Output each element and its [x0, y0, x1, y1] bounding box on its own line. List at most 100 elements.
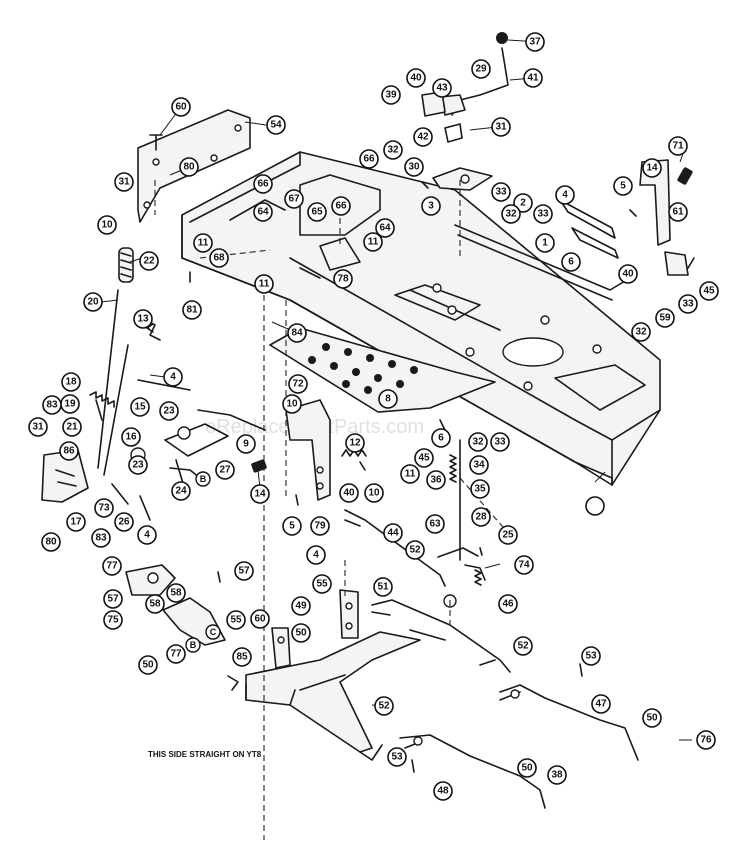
callout-label: 40 [410, 73, 422, 84]
callout: 2 [513, 193, 533, 213]
callout: 41 [523, 68, 543, 88]
callout: 50 [138, 655, 158, 675]
callout: 44 [383, 523, 403, 543]
callout: 31 [491, 117, 511, 137]
callout: 53 [581, 646, 601, 666]
callout: 74 [514, 555, 534, 575]
callout: 47 [591, 694, 611, 714]
callout-label: 81 [186, 305, 198, 316]
callout-label: 4 [170, 372, 176, 383]
callout-label: 23 [132, 460, 144, 471]
callout: 6 [561, 252, 581, 272]
callout: 66 [331, 196, 351, 216]
callout-label: 60 [254, 614, 266, 625]
callout-label: 55 [230, 615, 242, 626]
callout-label: 18 [65, 377, 77, 388]
callout-label: 45 [703, 286, 715, 297]
callout-label: 36 [430, 475, 442, 486]
callout-label: 55 [316, 579, 328, 590]
callout-label: 61 [672, 207, 684, 218]
callout: 33 [491, 182, 511, 202]
callout-label: 74 [518, 560, 530, 571]
callout-label: 77 [170, 649, 182, 660]
callout: 28 [471, 507, 491, 527]
callout-label: 4 [144, 530, 150, 541]
callout-label: 33 [682, 299, 694, 310]
callout-label: 72 [292, 379, 304, 390]
callout: 64 [253, 202, 273, 222]
callout: 60 [171, 97, 191, 117]
callout: 68 [209, 248, 229, 268]
callout: 77 [102, 556, 122, 576]
callout: 50 [642, 708, 662, 728]
left-lever-assembly [41, 247, 266, 505]
callout-label: 24 [175, 486, 187, 497]
callout-label: 26 [118, 517, 130, 528]
callout-label: 42 [417, 132, 429, 143]
callout-label: 50 [646, 713, 658, 724]
callout-label: 32 [505, 209, 517, 220]
callout: 54 [266, 115, 286, 135]
callout-label: 5 [289, 521, 295, 532]
callout: 67 [284, 189, 304, 209]
callout: 57 [234, 561, 254, 581]
callout: 17 [66, 512, 86, 532]
callout-label: 64 [379, 223, 391, 234]
center-linkage [251, 399, 511, 673]
callout-label: 25 [502, 530, 514, 541]
callout: 32 [468, 432, 488, 452]
callout-label: 39 [385, 90, 397, 101]
callout: 31 [114, 172, 134, 192]
callout: 80 [41, 532, 61, 552]
callout-label: 35 [474, 484, 486, 495]
callout-label: 17 [70, 517, 82, 528]
callout: 78 [333, 269, 353, 289]
callout-label: 76 [700, 735, 712, 746]
callout-label: 37 [529, 37, 541, 48]
callout-label: 83 [46, 400, 58, 411]
callout: 66 [253, 174, 273, 194]
callout-label: 43 [436, 83, 448, 94]
callout-label: 71 [672, 141, 684, 152]
callout-label: 46 [502, 599, 514, 610]
letter-b-lower: B [185, 637, 201, 653]
callout-label: 12 [349, 438, 361, 449]
callout-label: 2 [520, 198, 526, 209]
callout-label: 77 [106, 561, 118, 572]
callout-label: 67 [288, 194, 300, 205]
callout: 58 [145, 594, 165, 614]
callout: 33 [533, 204, 553, 224]
callout: 29 [471, 59, 491, 79]
callout-label: 14 [254, 489, 266, 500]
callout-label: 65 [311, 207, 323, 218]
callout: 11 [193, 233, 213, 253]
callout-label: 4 [313, 550, 319, 561]
callout-label: 57 [238, 566, 250, 577]
callout: 31 [28, 417, 48, 437]
callout-label: 34 [473, 460, 485, 471]
callout-label: 50 [521, 763, 533, 774]
callout-label: 57 [107, 594, 119, 605]
callout-label: 79 [314, 521, 326, 532]
callout: 8 [378, 389, 398, 409]
callout: 15 [130, 397, 150, 417]
callout-label: 10 [101, 220, 113, 231]
callout-label: 44 [387, 528, 399, 539]
callout: 6 [431, 428, 451, 448]
callout-label: 53 [391, 752, 403, 763]
callout-label: 52 [517, 641, 529, 652]
callout-label: 40 [343, 488, 355, 499]
callout-label: 4 [562, 190, 568, 201]
callout: 46 [498, 594, 518, 614]
callout: 11 [254, 274, 274, 294]
callout-label: 10 [286, 399, 298, 410]
callout-label: 80 [183, 162, 195, 173]
callout: 58 [166, 583, 186, 603]
callout-label: 14 [646, 163, 658, 174]
callout: 27 [215, 460, 235, 480]
callout: 32 [631, 322, 651, 342]
callout-label: 27 [219, 465, 231, 476]
callout: 57 [103, 589, 123, 609]
letter-c-text: C [210, 627, 217, 637]
callout: 42 [413, 127, 433, 147]
